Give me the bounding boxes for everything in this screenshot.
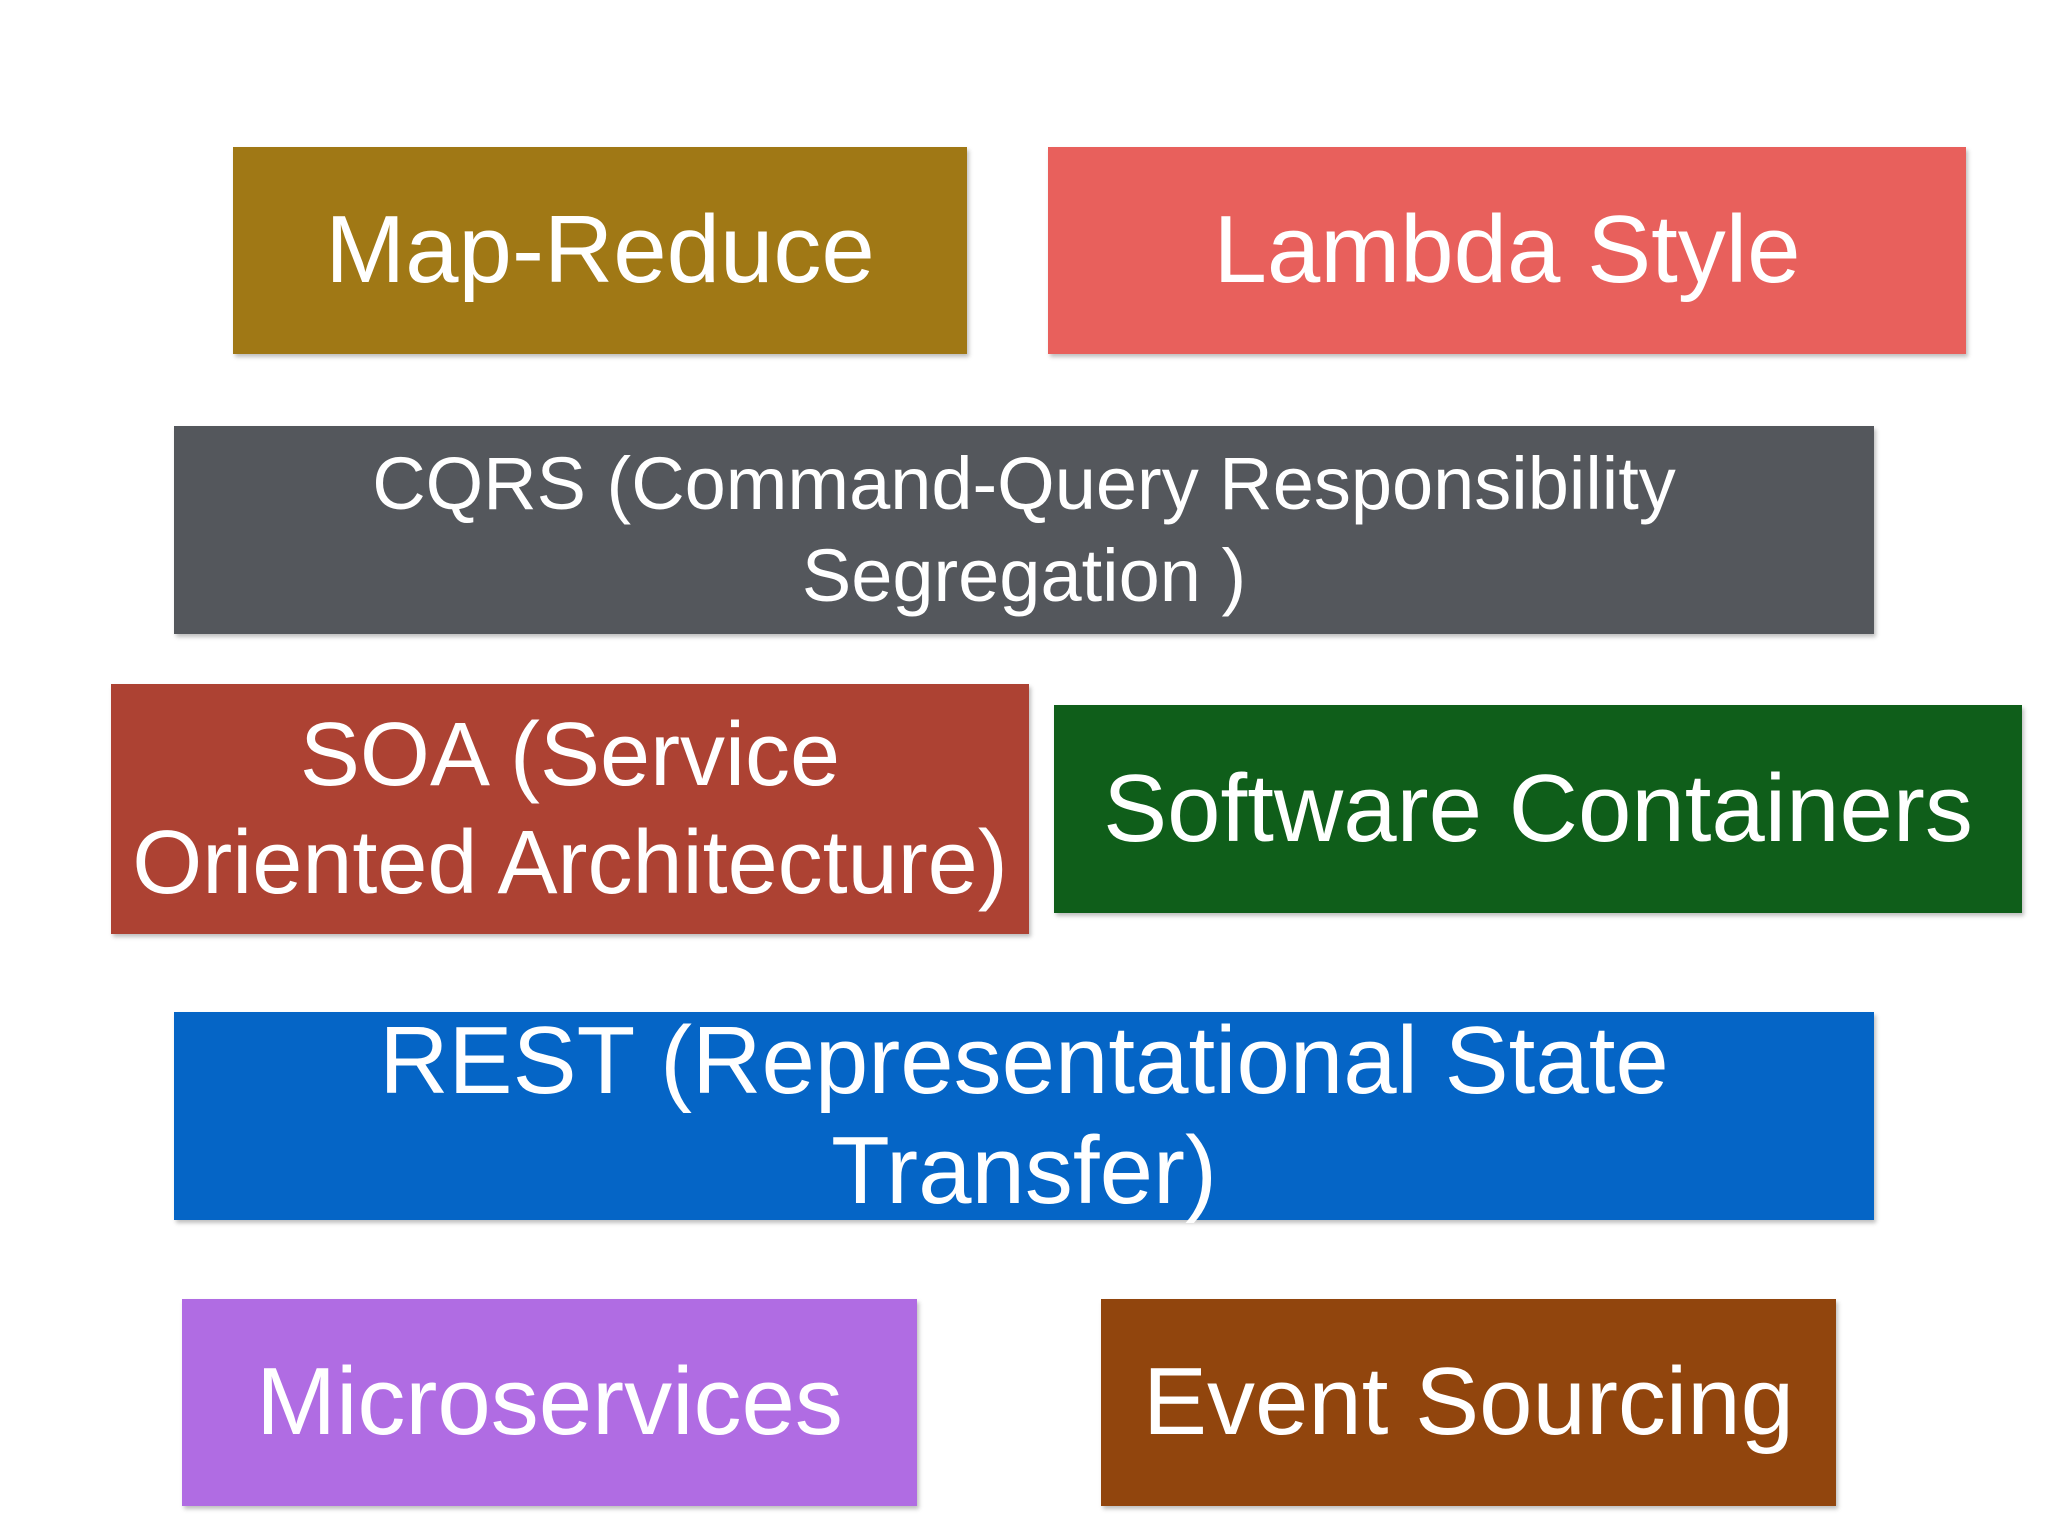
event-sourcing-tile: Event Sourcing	[1101, 1299, 1836, 1506]
microservices-tile: Microservices	[182, 1299, 917, 1506]
soa-label: SOA (Service Oriented Architecture)	[132, 705, 1008, 913]
lambda-style-tile: Lambda Style	[1048, 147, 1966, 354]
cqrs-label: CQRS (Command-Query Responsibility Segre…	[372, 441, 1676, 618]
soa-tile: SOA (Service Oriented Architecture)	[111, 684, 1029, 934]
software-containers-tile: Software Containers	[1054, 705, 2022, 913]
event-sourcing-label: Event Sourcing	[1142, 1348, 1795, 1456]
map-reduce-tile: Map-Reduce	[233, 147, 967, 354]
software-containers-label: Software Containers	[1103, 754, 1973, 862]
rest-tile: REST (Representational State Transfer)	[174, 1007, 1874, 1224]
lambda-style-label: Lambda Style	[1213, 196, 1801, 304]
microservices-label: Microservices	[256, 1348, 843, 1456]
cqrs-tile: CQRS (Command-Query Responsibility Segre…	[174, 426, 1874, 634]
map-reduce-label: Map-Reduce	[325, 196, 875, 304]
rest-label: REST (Representational State Transfer)	[379, 1006, 1669, 1224]
